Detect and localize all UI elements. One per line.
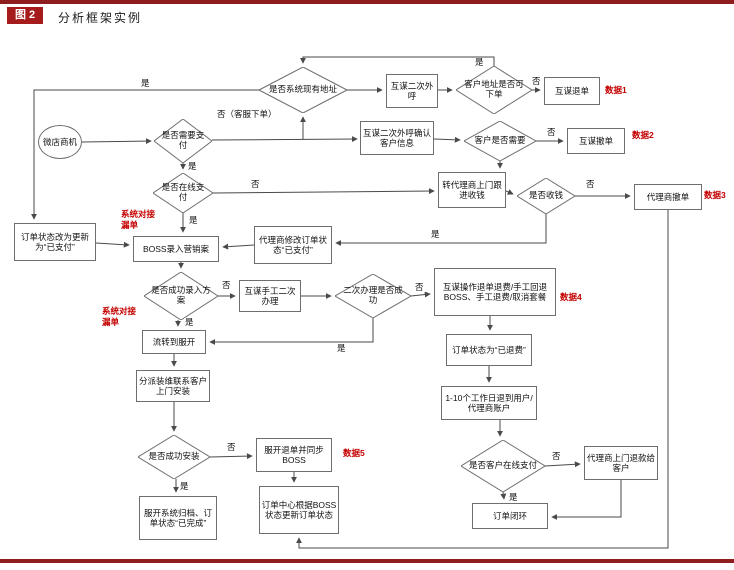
node-status-refunded: 订单状态为“已退费” bbox=[446, 334, 532, 366]
decision-customer-online-pay-label: 是否客户在线支付 bbox=[468, 460, 537, 471]
edge-label-no: 否 bbox=[551, 451, 562, 462]
annotation-data4: 数据4 bbox=[560, 292, 582, 302]
edge-online-pay-no-to-agent-collect bbox=[212, 188, 435, 195]
decision-customer-online-pay: 是否客户在线支付 bbox=[461, 440, 545, 492]
edge-label-yes: 是 bbox=[184, 317, 195, 328]
node-order-closed-loop: 订单闭环 bbox=[472, 503, 548, 529]
edge-label-no: 否 bbox=[221, 280, 232, 291]
edge-call-confirm-to-cust-need bbox=[433, 136, 461, 143]
decision-manual-success: 二次办理是否成功 bbox=[335, 274, 411, 318]
decision-customer-need: 客户是否需要 bbox=[464, 121, 536, 161]
edge-agent-refund-to-closed bbox=[551, 480, 622, 520]
node-flow-to-service-open: 流转到服开 bbox=[142, 330, 206, 354]
edge-start-to-need-pay bbox=[81, 138, 152, 145]
annotation-system-leak-1: 系统对接漏单 bbox=[121, 209, 156, 230]
edge-label-no: 否 bbox=[546, 127, 557, 138]
decision-money-collected-label: 是否收钱 bbox=[528, 190, 563, 201]
edge-label-yes: 是 bbox=[474, 57, 485, 68]
edge-need-pay-no-to-call-confirm bbox=[211, 136, 358, 143]
edge-label-no-cs-order: 否（客服下单） bbox=[216, 109, 278, 120]
node-call-confirm-info: 互谋二次外呼确认客户信息 bbox=[360, 121, 434, 155]
decision-entry-success: 是否成功录入方案 bbox=[144, 272, 218, 320]
edge-label-no: 否 bbox=[585, 179, 596, 190]
decision-address-exists-label: 是否系统现有地址 bbox=[268, 84, 337, 95]
edge-label-no: 否 bbox=[531, 76, 542, 87]
node-dispatch-install: 分派装维联系客户上门安装 bbox=[136, 370, 210, 402]
node-boss-entry: BOSS录入营销案 bbox=[133, 236, 219, 262]
decision-customer-need-label: 客户是否需要 bbox=[474, 135, 526, 146]
edge-addr-exist-yes-to-status-paid bbox=[31, 89, 259, 220]
edge-manual-ok-no-to-refund-ops bbox=[410, 291, 431, 298]
decision-need-payment: 是否需要支付 bbox=[154, 119, 212, 163]
edge-collected-yes-to-agent-update bbox=[335, 214, 547, 246]
node-agent-door-refund: 代理商上门退款给客户 bbox=[584, 446, 658, 480]
edge-cust-online-yes-to-closed bbox=[500, 491, 507, 500]
edge-install-ok-no-to-fk-refund bbox=[209, 453, 253, 460]
edge-status-paid-to-boss-entry bbox=[95, 241, 130, 248]
node-second-outbound-call: 互谋二次外呼 bbox=[386, 74, 438, 108]
edge-label-no: 否 bbox=[250, 179, 261, 190]
decision-address-exists: 是否系统现有地址 bbox=[259, 67, 347, 113]
edge-agent-collect-to-collected bbox=[505, 189, 514, 195]
edge-label-yes: 是 bbox=[187, 161, 198, 172]
figure-title: 分析框架实例 bbox=[58, 11, 143, 25]
decision-manual-success-label: 二次办理是否成功 bbox=[343, 285, 403, 305]
decision-install-success: 是否成功安装 bbox=[138, 435, 210, 479]
edge-label-yes: 是 bbox=[508, 492, 519, 503]
edge-label-yes: 是 bbox=[430, 229, 441, 240]
edge-label-yes: 是 bbox=[188, 215, 199, 226]
decision-install-success-label: 是否成功安装 bbox=[148, 451, 200, 462]
node-refund-order: 互谋退单 bbox=[544, 77, 600, 105]
edge-label-yes: 是 bbox=[179, 481, 190, 492]
decision-entry-success-label: 是否成功录入方案 bbox=[151, 285, 211, 305]
decision-need-payment-label: 是否需要支付 bbox=[161, 130, 205, 150]
node-agent-door-collect: 转代理商上门跟进收钱 bbox=[438, 172, 506, 208]
annotation-data3: 数据3 bbox=[704, 190, 726, 200]
edge-manual-ok-yes-to-flow-fk bbox=[209, 318, 374, 345]
decision-address-orderable: 客户地址是否可下单 bbox=[456, 66, 532, 114]
edge-label-yes: 是 bbox=[336, 343, 347, 354]
node-refund-working-days: 1-10个工作日退到用户/代理商账户 bbox=[441, 386, 537, 420]
decision-money-collected: 是否收钱 bbox=[517, 178, 575, 214]
edge-agent-update-to-boss-entry bbox=[222, 243, 255, 250]
node-agent-update-status: 代理商修改订单状态“已支付” bbox=[254, 226, 332, 264]
node-manual-second-handle: 互谋手工二次办理 bbox=[239, 280, 301, 312]
top-accent-bar bbox=[0, 0, 734, 4]
edge-label-no: 否 bbox=[414, 282, 425, 293]
bottom-accent-bar bbox=[0, 559, 734, 563]
node-status-set-paid: 订单状态改为更新为“已支付” bbox=[14, 223, 96, 261]
decision-online-payment-label: 是否在线支付 bbox=[161, 182, 205, 202]
node-cancel-order: 互谋撤单 bbox=[567, 128, 625, 154]
node-archive-completed: 服开系统归档、订单状态“已完成” bbox=[139, 496, 217, 540]
figure-badge: 图 2 bbox=[7, 7, 44, 24]
edge-label-no: 否 bbox=[226, 442, 237, 453]
annotation-data2: 数据2 bbox=[632, 130, 654, 140]
start-node-weidian: 微店商机 bbox=[38, 125, 82, 159]
edge-cust-online-no-to-agent-refund bbox=[544, 461, 581, 468]
annotation-data5: 数据5 bbox=[343, 448, 365, 458]
annotation-system-leak-2: 系统对接漏单 bbox=[102, 306, 137, 327]
edge-addr-ok-yes-loop bbox=[300, 56, 495, 66]
node-refund-operations: 互谋操作退单退费/手工回退BOSS、手工退费/取消套餐 bbox=[434, 268, 556, 316]
decision-online-payment: 是否在线支付 bbox=[153, 173, 213, 213]
annotation-data1: 数据1 bbox=[605, 85, 627, 95]
decision-address-orderable-label: 客户地址是否可下单 bbox=[464, 79, 524, 99]
node-service-open-refund-sync: 服开退单并同步BOSS bbox=[256, 438, 332, 472]
edge-agent-cancel-to-center-update bbox=[296, 210, 669, 549]
edge-label-yes: 是 bbox=[140, 78, 151, 89]
node-order-center-update: 订单中心根据BOSS状态更新订单状态 bbox=[259, 486, 339, 534]
node-agent-cancel-order: 代理商撤单 bbox=[634, 184, 702, 210]
